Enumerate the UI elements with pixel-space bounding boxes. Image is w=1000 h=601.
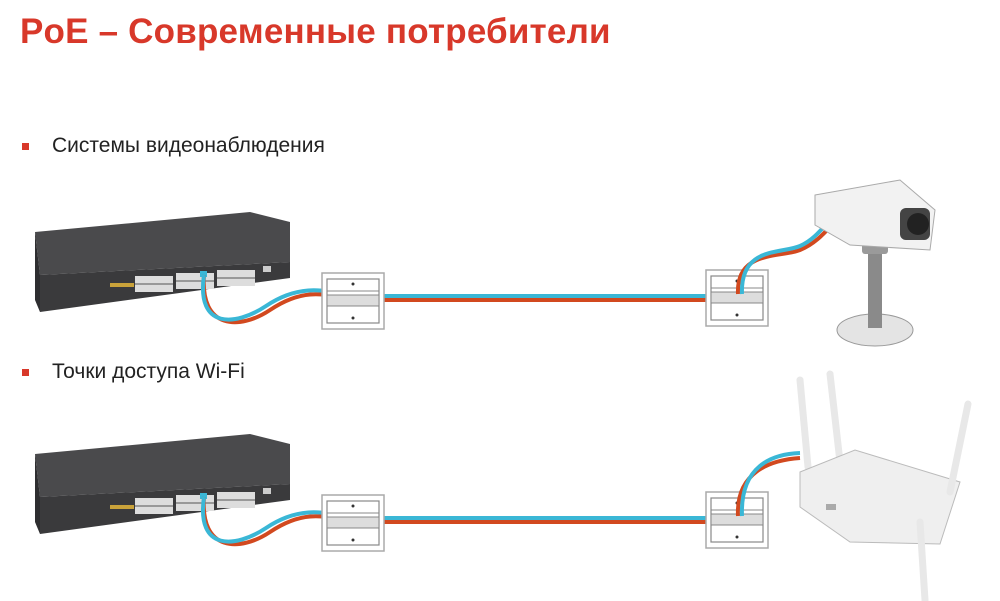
wall-socket-left: [321, 494, 385, 552]
wall-socket-left: [321, 272, 385, 330]
bullet-video-surveillance: Системы видеонаблюдения: [22, 134, 325, 158]
row-video-surveillance: [34, 179, 936, 347]
row-wifi-access-points: [34, 370, 972, 601]
poe-cable: [200, 495, 742, 547]
slide-title: PoE – Современные потребители: [20, 12, 611, 51]
bullet-label: Точки доступа Wi-Fi: [52, 360, 245, 383]
poe-cable: [200, 273, 742, 325]
bullet-label: Системы видеонаблюдения: [52, 134, 325, 157]
poe-switch: [34, 211, 291, 313]
bullet-marker: [22, 142, 29, 150]
bullet-marker: [22, 368, 29, 376]
wall-socket-right: [705, 269, 769, 327]
wifi-router-icon: [796, 370, 972, 601]
ip-camera-icon: [814, 179, 936, 347]
poe-switch: [34, 433, 291, 535]
bullet-wifi-access-points: Точки доступа Wi-Fi: [22, 360, 245, 384]
